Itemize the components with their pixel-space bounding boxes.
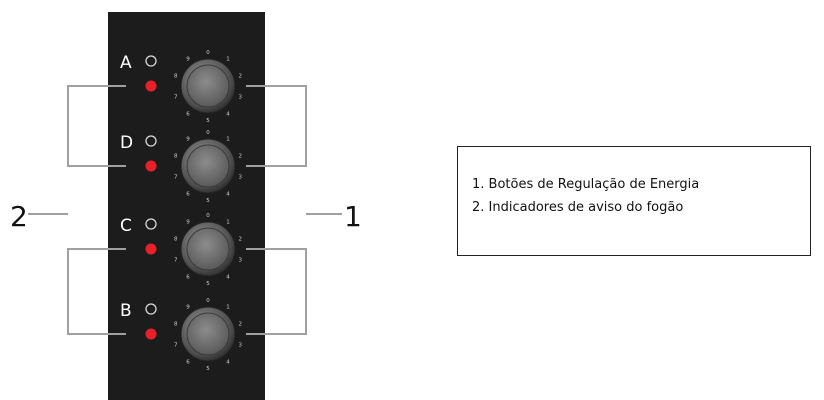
dial-scale-number: 1 — [226, 137, 230, 143]
callout-number-warning-lights: 2 — [10, 200, 28, 233]
warning-led — [145, 328, 157, 340]
dial-scale-number: 5 — [206, 118, 210, 124]
heat-indicator-ring — [145, 303, 157, 315]
dial-scale-number: 2 — [239, 74, 243, 80]
heat-indicator-ring — [145, 218, 157, 230]
dial-scale-number: 7 — [174, 343, 178, 349]
dial-scale-number: 9 — [186, 220, 190, 226]
dial-scale-number: 2 — [239, 322, 243, 328]
bracket-right-lower — [246, 248, 307, 335]
knob-cap[interactable] — [186, 312, 230, 356]
dial-scale-number: 3 — [239, 258, 243, 264]
dial-scale-number: 6 — [186, 192, 190, 198]
heat-indicator-ring — [145, 55, 157, 67]
dial-scale-number: 6 — [186, 360, 190, 366]
dial-scale-number: 2 — [239, 237, 243, 243]
dial-scale-number: 0 — [206, 130, 210, 136]
power-knob[interactable]: 0 1 2 3 4 5 6 7 8 9 — [174, 50, 243, 124]
dial-scale-number: 3 — [239, 343, 243, 349]
legend-item-warning-lights: 2. Indicadores de aviso do fogão — [472, 200, 684, 215]
burner-letter: A — [120, 53, 132, 73]
dial-scale-number: 5 — [206, 366, 210, 372]
burner-letter: D — [120, 133, 133, 153]
dial-scale-number: 6 — [186, 112, 190, 118]
dial-scale-number: 4 — [226, 192, 230, 198]
dial-scale-number: 8 — [174, 74, 178, 80]
dial-scale-number: 9 — [186, 305, 190, 311]
warning-led — [145, 160, 157, 172]
dial-scale-number: 4 — [226, 360, 230, 366]
dial-scale-number: 7 — [174, 175, 178, 181]
dial-scale-number: 8 — [174, 237, 178, 243]
knob-cap[interactable] — [186, 144, 230, 188]
dial-scale-number: 3 — [239, 175, 243, 181]
dial-scale-number: 0 — [206, 50, 210, 56]
dial-scale-number: 1 — [226, 57, 230, 63]
burner-letter: B — [120, 301, 132, 321]
dial-scale-number: 2 — [239, 154, 243, 160]
power-knob[interactable]: 0 1 2 3 4 5 6 7 8 9 — [174, 298, 243, 372]
dial-scale-number: 6 — [186, 275, 190, 281]
heat-indicator-ring — [145, 135, 157, 147]
dial-scale-number: 8 — [174, 154, 178, 160]
dial-scale-number: 9 — [186, 57, 190, 63]
dial-scale-number: 1 — [226, 220, 230, 226]
dial-scale-number: 1 — [226, 305, 230, 311]
burner-row: C 0 1 2 3 4 5 6 7 8 9 — [120, 213, 243, 287]
dial-scale-number: 5 — [206, 198, 210, 204]
dial-scale-number: 3 — [239, 95, 243, 101]
bracket-right-upper — [246, 85, 307, 167]
dial-scale-number: 7 — [174, 258, 178, 264]
warning-led — [145, 243, 157, 255]
dial-scale-number: 0 — [206, 213, 210, 219]
callout-number-power-knobs: 1 — [344, 200, 362, 233]
bracket-left-lower — [67, 248, 126, 335]
dial-scale-number: 4 — [226, 112, 230, 118]
dial-scale-number: 8 — [174, 322, 178, 328]
knob-cap[interactable] — [186, 227, 230, 271]
legend-box: 1. Botões de Regulação de Energia 2. Ind… — [457, 146, 811, 256]
warning-led — [145, 80, 157, 92]
callout-brackets — [28, 85, 342, 335]
dial-scale-number: 5 — [206, 281, 210, 287]
dial-scale-number: 7 — [174, 95, 178, 101]
knob-cap[interactable] — [186, 64, 230, 108]
power-knob[interactable]: 0 1 2 3 4 5 6 7 8 9 — [174, 213, 243, 287]
burner-row: D 0 1 2 3 4 5 6 7 8 9 — [120, 130, 243, 204]
burner-letter: C — [120, 216, 132, 236]
dial-scale-number: 9 — [186, 137, 190, 143]
bracket-left-upper — [67, 85, 126, 167]
burner-row: A 0 1 2 3 4 5 6 7 8 9 — [120, 50, 243, 124]
power-knob[interactable]: 0 1 2 3 4 5 6 7 8 9 — [174, 130, 243, 204]
dial-scale-number: 0 — [206, 298, 210, 304]
dial-scale-number: 4 — [226, 275, 230, 281]
burner-row: B 0 1 2 3 4 5 6 7 8 9 — [120, 298, 243, 372]
legend-item-power-knobs: 1. Botões de Regulação de Energia — [472, 177, 700, 192]
